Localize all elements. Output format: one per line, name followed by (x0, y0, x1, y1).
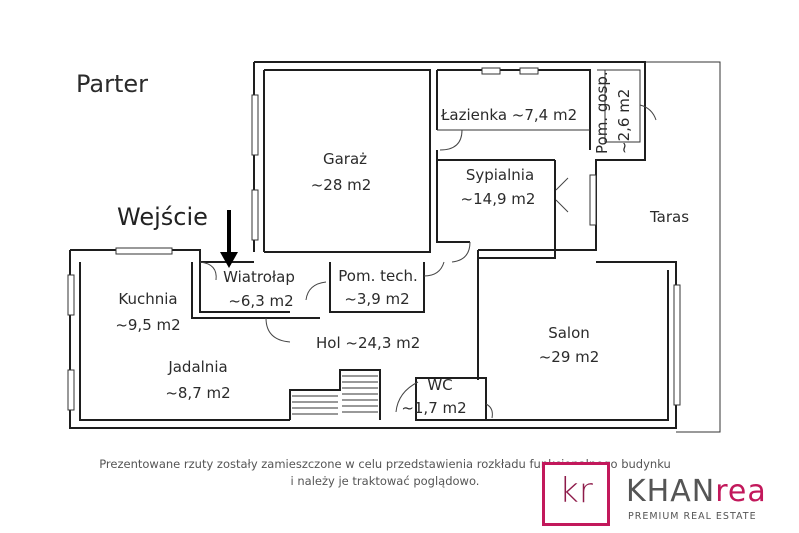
room-tech-name: Pom. tech. (338, 267, 417, 285)
room-vestibule-area: ~6,3 m2 (228, 292, 293, 310)
room-utility-name: Pom. gosp. (593, 71, 611, 154)
room-hall-label: Hol ~24,3 m2 (316, 334, 420, 352)
room-dining-area: ~8,7 m2 (165, 384, 230, 402)
vestibule-bottom (199, 262, 290, 313)
upper-outer-wall (254, 61, 646, 251)
brand-logo-mark: kr (542, 462, 610, 526)
floor-plan: Parter (67, 61, 721, 433)
room-bedroom-area: ~14,9 m2 (461, 190, 536, 208)
terrace-outline (645, 61, 721, 433)
room-dining-name: Jadalnia (167, 358, 227, 376)
room-wc-name: WC (427, 376, 452, 394)
wc-room (415, 377, 487, 421)
stairs-outline (289, 369, 381, 420)
doors (199, 104, 657, 419)
floor-title: Parter (76, 70, 148, 98)
disclaimer-line-2: i należy je traktować poglądowo. (290, 474, 480, 488)
utility-room (597, 69, 641, 143)
room-utility-area: ~2,6 m2 (615, 89, 633, 154)
bedroom-left (436, 150, 470, 243)
room-kitchen-area: ~9,5 m2 (115, 316, 180, 334)
room-living-area: ~29 m2 (539, 348, 600, 366)
entrance-label: Wejście (117, 203, 208, 231)
logo-kr-glyph: kr (559, 471, 593, 511)
room-utility: Pom. gosp. ~2,6 m2 (593, 71, 633, 154)
entrance-arrow-head (220, 252, 238, 268)
room-living-name: Salon (548, 324, 590, 342)
room-bathroom-label: Łazienka ~7,4 m2 (440, 106, 577, 124)
room-vestibule-name: Wiatrołap (223, 268, 295, 286)
room-terrace-name: Taras (649, 208, 689, 226)
room-wc-area: ~1,7 m2 (401, 399, 466, 417)
salon-inner (486, 270, 669, 421)
brand-wordmark: KHANrea (626, 474, 767, 509)
room-garage-area: ~28 m2 (311, 176, 372, 194)
brand-tagline: PREMIUM REAL ESTATE (628, 511, 757, 522)
garage-walls (264, 69, 431, 253)
brand-wordmark-main: KHAN (626, 474, 716, 509)
room-garage-name: Garaż (323, 150, 367, 168)
brand-wordmark-accent: rea (715, 474, 767, 509)
lower-left-inner (79, 262, 290, 421)
tech-room (329, 262, 425, 313)
stairs (292, 375, 378, 415)
windows (67, 67, 681, 411)
bedroom-right-bottom (478, 160, 556, 259)
disclaimer-line-1: Prezentowane rzuty zostały zamieszczone … (99, 457, 671, 471)
room-tech-area: ~3,9 m2 (344, 290, 409, 308)
room-kitchen-name: Kuchnia (118, 290, 177, 308)
vestibule-outer (191, 262, 320, 319)
room-bedroom-name: Sypialnia (466, 166, 534, 184)
